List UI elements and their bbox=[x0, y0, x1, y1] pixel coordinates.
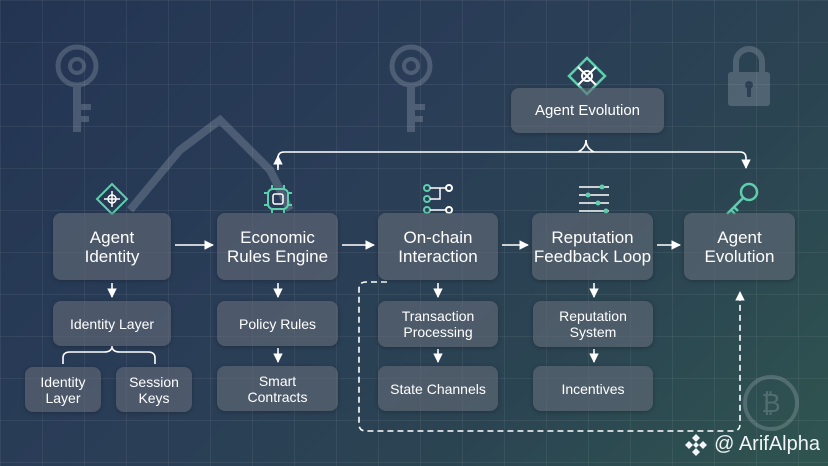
transaction-processing-label: Transaction Processing bbox=[401, 308, 475, 340]
background-network-icon bbox=[126, 114, 294, 213]
background-coin-icon: ₿ bbox=[743, 375, 799, 431]
svg-text:₿: ₿ bbox=[761, 389, 780, 419]
sliders-icon bbox=[579, 184, 609, 214]
identity-layer-label: Identity Layer bbox=[69, 315, 155, 332]
transaction-processing-box: Transaction Processing bbox=[378, 301, 498, 347]
reputation-system-label: Reputation System bbox=[559, 308, 627, 340]
top-agent-evolution-label: Agent Evolution bbox=[534, 101, 641, 119]
session-keys-label: Session Keys bbox=[129, 373, 179, 406]
state-channels-label: State Channels bbox=[390, 380, 486, 397]
economic-rules-engine-label: Economic Rules Engine bbox=[226, 227, 329, 266]
on-chain-interaction-box: On-chain Interaction bbox=[378, 213, 498, 280]
incentives-box: Incentives bbox=[533, 366, 653, 411]
agent-evolution-box: Agent Evolution bbox=[684, 213, 795, 280]
background-lock-icon bbox=[728, 46, 770, 106]
policy-rules-label: Policy Rules bbox=[238, 315, 317, 332]
policy-rules-box: Policy Rules bbox=[217, 301, 338, 346]
reputation-system-box: Reputation System bbox=[533, 301, 653, 347]
identity-layer-child-box: Identity Layer bbox=[25, 367, 101, 412]
background-key-icon bbox=[389, 44, 433, 132]
node-graph-icon bbox=[423, 184, 453, 214]
reputation-feedback-loop-box: Reputation Feedback Loop bbox=[532, 213, 653, 280]
economic-rules-engine-box: Economic Rules Engine bbox=[217, 213, 338, 280]
incentives-label: Incentives bbox=[561, 380, 625, 397]
smart-contracts-label: Smart Contracts bbox=[247, 372, 308, 405]
identity-layer-box: Identity Layer bbox=[53, 301, 171, 346]
identity-layer-child-label: Identity Layer bbox=[40, 373, 86, 406]
watermark: @ ArifAlpha bbox=[684, 432, 820, 456]
agent-evolution-label: Agent Evolution bbox=[704, 227, 775, 266]
diamond-network-icon bbox=[95, 182, 129, 216]
agent-identity-box: Agent Identity bbox=[53, 213, 171, 280]
background-key-icon bbox=[55, 44, 99, 132]
circuit-brain-icon bbox=[264, 185, 292, 213]
on-chain-interaction-label: On-chain Interaction bbox=[398, 227, 478, 266]
reputation-feedback-loop-label: Reputation Feedback Loop bbox=[533, 227, 652, 266]
state-channels-box: State Channels bbox=[378, 366, 498, 411]
agent-identity-label: Agent Identity bbox=[84, 227, 140, 266]
smart-contracts-box: Smart Contracts bbox=[217, 366, 338, 411]
binance-logo-icon bbox=[685, 434, 708, 456]
session-keys-box: Session Keys bbox=[116, 367, 192, 412]
top-agent-evolution-box: Agent Evolution bbox=[511, 88, 664, 133]
watermark-text: @ ArifAlpha bbox=[714, 432, 820, 455]
